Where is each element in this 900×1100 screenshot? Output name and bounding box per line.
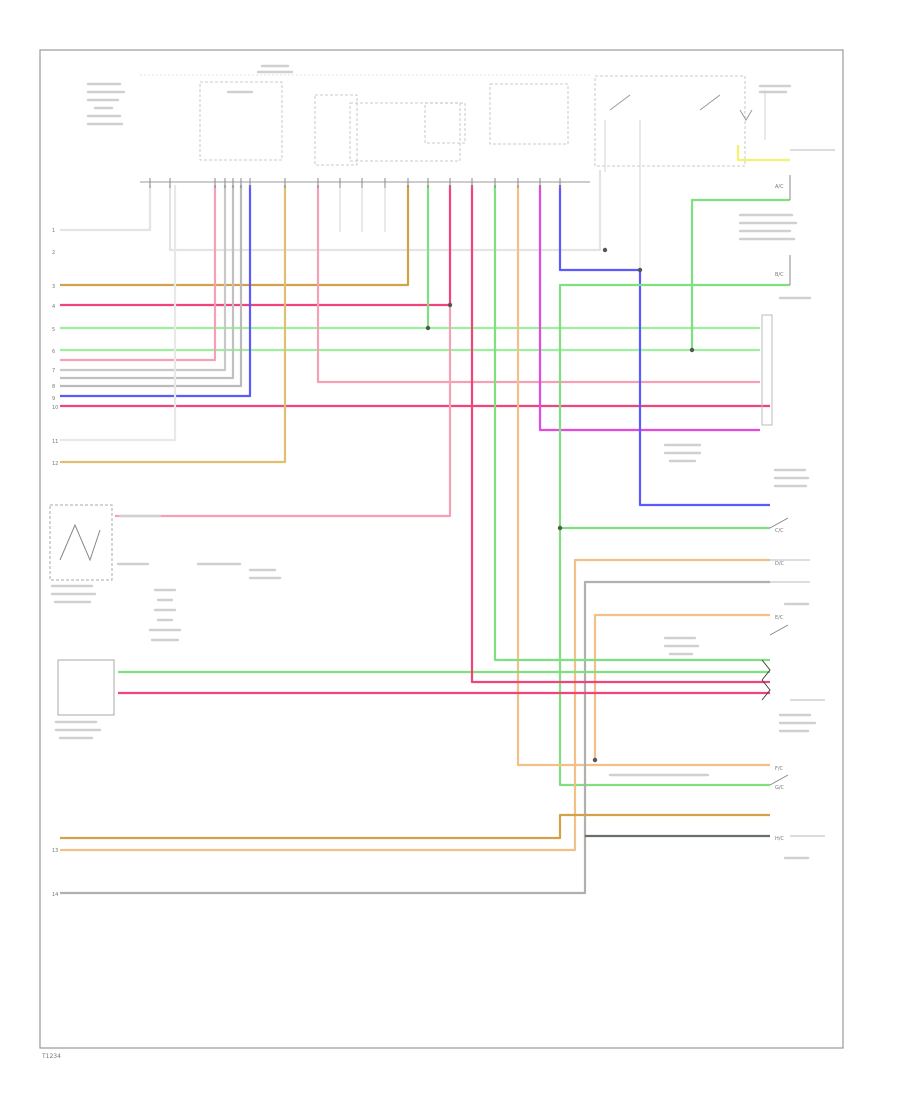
wire-orange-3: [593, 613, 770, 760]
label-placeholders: [50, 64, 817, 860]
left-pin-labels: 1 2 3 4 5 6 7 8 9 10 11 12 13 14: [52, 228, 58, 898]
top-vertical-wires: [339, 90, 766, 270]
wire-gray-4: [60, 580, 770, 895]
connector-label: D/C: [775, 561, 785, 567]
connector-label: B/C: [775, 272, 784, 278]
wire-red-1: [60, 185, 452, 307]
connector-label: C/C: [775, 528, 784, 534]
footer-code: T1234: [41, 1053, 61, 1060]
connector-label: E/C: [775, 615, 784, 621]
top-module-boxes: [199, 75, 746, 167]
wire-white-3: [60, 185, 177, 442]
wire-gray-3: [60, 185, 243, 388]
right-switches: [609, 94, 835, 837]
wire-white-1: [60, 185, 152, 232]
wire-green-8: [493, 185, 770, 662]
pin-label: 6: [52, 349, 55, 355]
pin-label: 7: [52, 368, 55, 374]
splice-points: [425, 247, 695, 763]
connector-label: A/C: [775, 184, 784, 190]
sensor-symbol: [59, 523, 101, 562]
pin-label: 1: [52, 228, 55, 234]
connector-label: F/C: [775, 766, 784, 772]
wire-pink-3: [115, 305, 452, 518]
wire-green-4: [690, 198, 790, 350]
pin-label: 2: [52, 250, 55, 256]
pin-label: 8: [52, 384, 55, 390]
pin-label: 11: [52, 439, 58, 445]
wires: [60, 145, 790, 895]
wire-orange-2: [516, 185, 770, 767]
wire-gray-2: [60, 185, 235, 380]
wire-green-5: [558, 283, 790, 787]
wire-yellow-1: [736, 145, 790, 162]
left-component-boxes: [49, 504, 115, 716]
connector-label: G/C: [775, 785, 785, 791]
diagram-frame: [39, 49, 844, 1049]
pin-label: 14: [52, 892, 58, 898]
control-module-box: [57, 659, 115, 716]
wire-orange-1: [60, 558, 770, 852]
wire-violet-1: [538, 185, 760, 432]
wire-gray-1: [60, 185, 227, 372]
sensor-box: [49, 504, 113, 581]
pin-label: 5: [52, 327, 55, 333]
wire-white-2: [168, 170, 602, 252]
wire-red-4: [470, 185, 770, 684]
pin-label: 3: [52, 284, 55, 290]
pin-label: 12: [52, 461, 58, 467]
wire-blue-1: [60, 185, 252, 398]
wire-pink-1: [60, 185, 217, 362]
wire-pink-2: [316, 185, 760, 384]
pin-label: 9: [52, 396, 55, 402]
pin-label: 10: [52, 405, 58, 411]
connector-label: H/C: [775, 836, 784, 842]
wire-tan-3: [60, 813, 770, 840]
wire-blue-2: [558, 185, 770, 507]
pin-label: 4: [52, 304, 55, 310]
wire-tan-2: [60, 185, 287, 464]
top-connector-pins: [149, 178, 561, 188]
right-connector-labels: A/C B/C C/C D/C E/C F/C G/C H/C: [775, 184, 785, 842]
pin-label: 13: [52, 848, 58, 854]
